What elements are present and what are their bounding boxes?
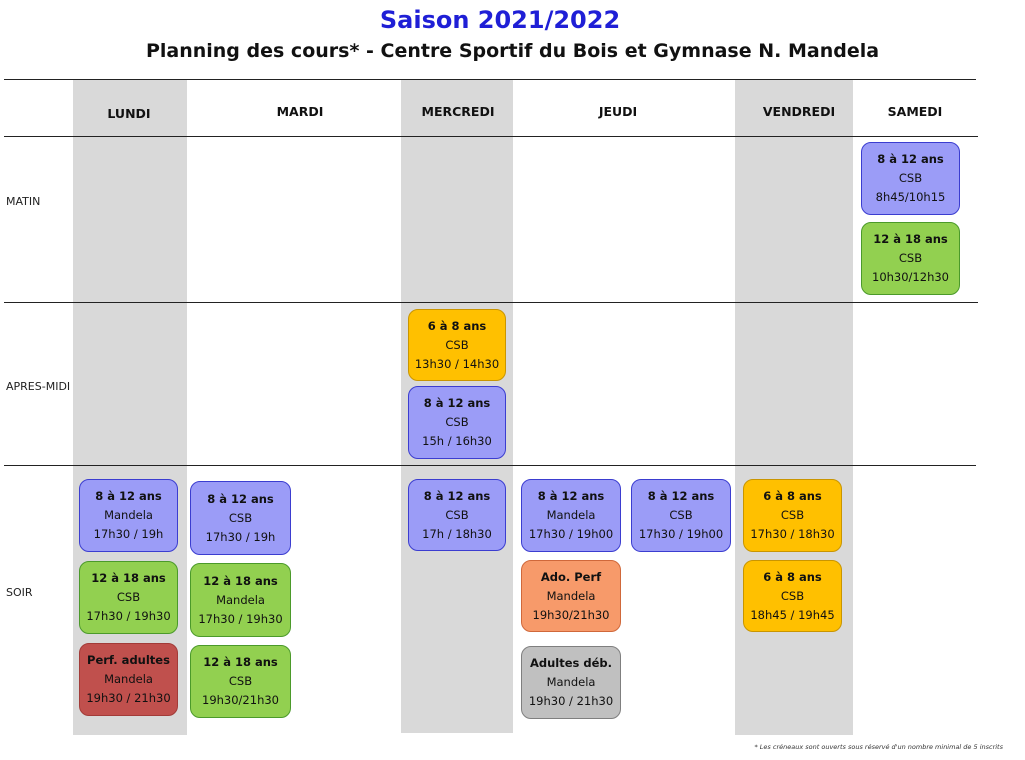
course-card: 8 à 12 ans CSB 17h30 / 19h — [190, 481, 291, 555]
course-age: Ado. Perf — [540, 569, 602, 584]
footnote: * Les créneaux sont ouverts sous réservé… — [754, 743, 1003, 751]
grid-line-apres-midi — [4, 465, 976, 466]
course-card: Perf. adultes Mandela 19h30 / 21h30 — [79, 643, 178, 716]
course-age: 8 à 12 ans — [95, 489, 162, 503]
course-age: 8 à 12 ans — [423, 488, 491, 503]
course-age: 12 à 18 ans — [203, 655, 278, 669]
course-place: Mandela — [104, 508, 153, 522]
day-band-vendredi — [735, 80, 853, 735]
course-card: Ado. Perf Mandela 19h30/21h30 — [521, 560, 621, 632]
course-place: Mandela — [546, 675, 596, 689]
grid-line-top — [4, 79, 976, 80]
row-label-apres-midi: APRES-MIDI — [6, 380, 71, 393]
course-place: CSB — [780, 508, 805, 522]
row-label-matin: MATIN — [6, 195, 41, 208]
course-age: 6 à 8 ans — [763, 489, 822, 503]
course-place: CSB — [228, 510, 253, 525]
course-place: CSB — [445, 507, 469, 522]
day-header-mardi: MARDI — [276, 104, 324, 119]
course-age: Perf. adultes — [87, 653, 170, 667]
course-time: 10h30/12h30 — [872, 270, 949, 284]
course-time: 19h30/21h30 — [532, 607, 610, 622]
course-time: 17h30 / 19h00 — [528, 527, 614, 541]
grid-line-header — [4, 136, 978, 137]
course-time: 17h30 / 19h30 — [86, 609, 171, 623]
course-age: 8 à 12 ans — [537, 489, 605, 503]
course-age: 6 à 8 ans — [427, 318, 487, 333]
course-time: 17h30 / 19h — [205, 529, 276, 544]
course-card: 12 à 18 ans CSB 10h30/12h30 — [861, 222, 960, 295]
course-place: CSB — [116, 590, 141, 604]
course-place: CSB — [898, 171, 923, 185]
course-place: CSB — [898, 251, 923, 265]
day-header-samedi: SAMEDI — [887, 104, 943, 119]
course-age: Adultes déb. — [529, 656, 613, 670]
course-card: 12 à 18 ans CSB 19h30/21h30 — [190, 645, 291, 718]
course-card: 6 à 8 ans CSB 13h30 / 14h30 — [408, 309, 506, 381]
course-age: 12 à 18 ans — [203, 573, 278, 588]
course-card: 12 à 18 ans CSB 17h30 / 19h30 — [79, 561, 178, 634]
course-place: CSB — [228, 674, 253, 688]
course-age: 12 à 18 ans — [873, 232, 948, 246]
course-card: 6 à 8 ans CSB 18h45 / 19h45 — [743, 560, 842, 632]
course-time: 17h30 / 19h30 — [198, 611, 283, 626]
course-time: 19h30/21h30 — [202, 693, 279, 707]
course-card: 8 à 12 ans CSB 15h / 16h30 — [408, 386, 506, 459]
course-place: CSB — [780, 588, 805, 603]
course-card: 12 à 18 ans Mandela 17h30 / 19h30 — [190, 563, 291, 637]
day-header-mercredi: MERCREDI — [421, 104, 495, 119]
course-card: 8 à 12 ans Mandela 17h30 / 19h — [79, 479, 178, 552]
course-age: 8 à 12 ans — [423, 396, 491, 410]
day-header-vendredi: VENDREDI — [762, 104, 836, 119]
course-time: 19h30 / 21h30 — [528, 694, 614, 708]
course-time: 13h30 / 14h30 — [414, 356, 500, 371]
course-place: CSB — [445, 415, 469, 429]
course-place: Mandela — [104, 672, 153, 686]
course-card: 6 à 8 ans CSB 17h30 / 18h30 — [743, 479, 842, 552]
course-age: 8 à 12 ans — [647, 489, 715, 503]
row-label-soir: SOIR — [6, 586, 33, 599]
course-place: CSB — [669, 508, 693, 522]
course-card: 8 à 12 ans CSB 8h45/10h15 — [861, 142, 960, 215]
course-age: 6 à 8 ans — [763, 569, 822, 584]
course-time: 17h30 / 19h00 — [638, 527, 724, 541]
day-band-lundi — [73, 80, 187, 735]
course-time: 17h30 / 18h30 — [750, 527, 835, 541]
page-subtitle: Planning des cours* - Centre Sportif du … — [145, 40, 880, 62]
course-time: 18h45 / 19h45 — [750, 607, 835, 622]
day-header-jeudi: JEUDI — [598, 104, 638, 119]
course-time: 15h / 16h30 — [422, 434, 492, 448]
course-card: 8 à 12 ans CSB 17h30 / 19h00 — [631, 479, 731, 552]
page-title: Saison 2021/2022 — [379, 6, 621, 34]
course-time: 17h30 / 19h — [93, 527, 164, 541]
course-place: Mandela — [546, 508, 596, 522]
grid-line-matin — [4, 302, 978, 303]
course-card: 8 à 12 ans Mandela 17h30 / 19h00 — [521, 479, 621, 552]
course-card: 8 à 12 ans CSB 17h / 18h30 — [408, 479, 506, 551]
course-age: 8 à 12 ans — [877, 152, 944, 166]
course-time: 8h45/10h15 — [875, 190, 946, 204]
course-age: 12 à 18 ans — [91, 571, 166, 585]
course-card: Adultes déb. Mandela 19h30 / 21h30 — [521, 646, 621, 719]
course-age: 8 à 12 ans — [207, 491, 274, 506]
course-time: 17h / 18h30 — [422, 526, 492, 541]
course-place: CSB — [445, 337, 469, 352]
course-place: Mandela — [216, 592, 265, 607]
course-place: Mandela — [546, 588, 596, 603]
day-header-lundi: LUNDI — [107, 106, 151, 121]
course-time: 19h30 / 21h30 — [86, 691, 171, 705]
